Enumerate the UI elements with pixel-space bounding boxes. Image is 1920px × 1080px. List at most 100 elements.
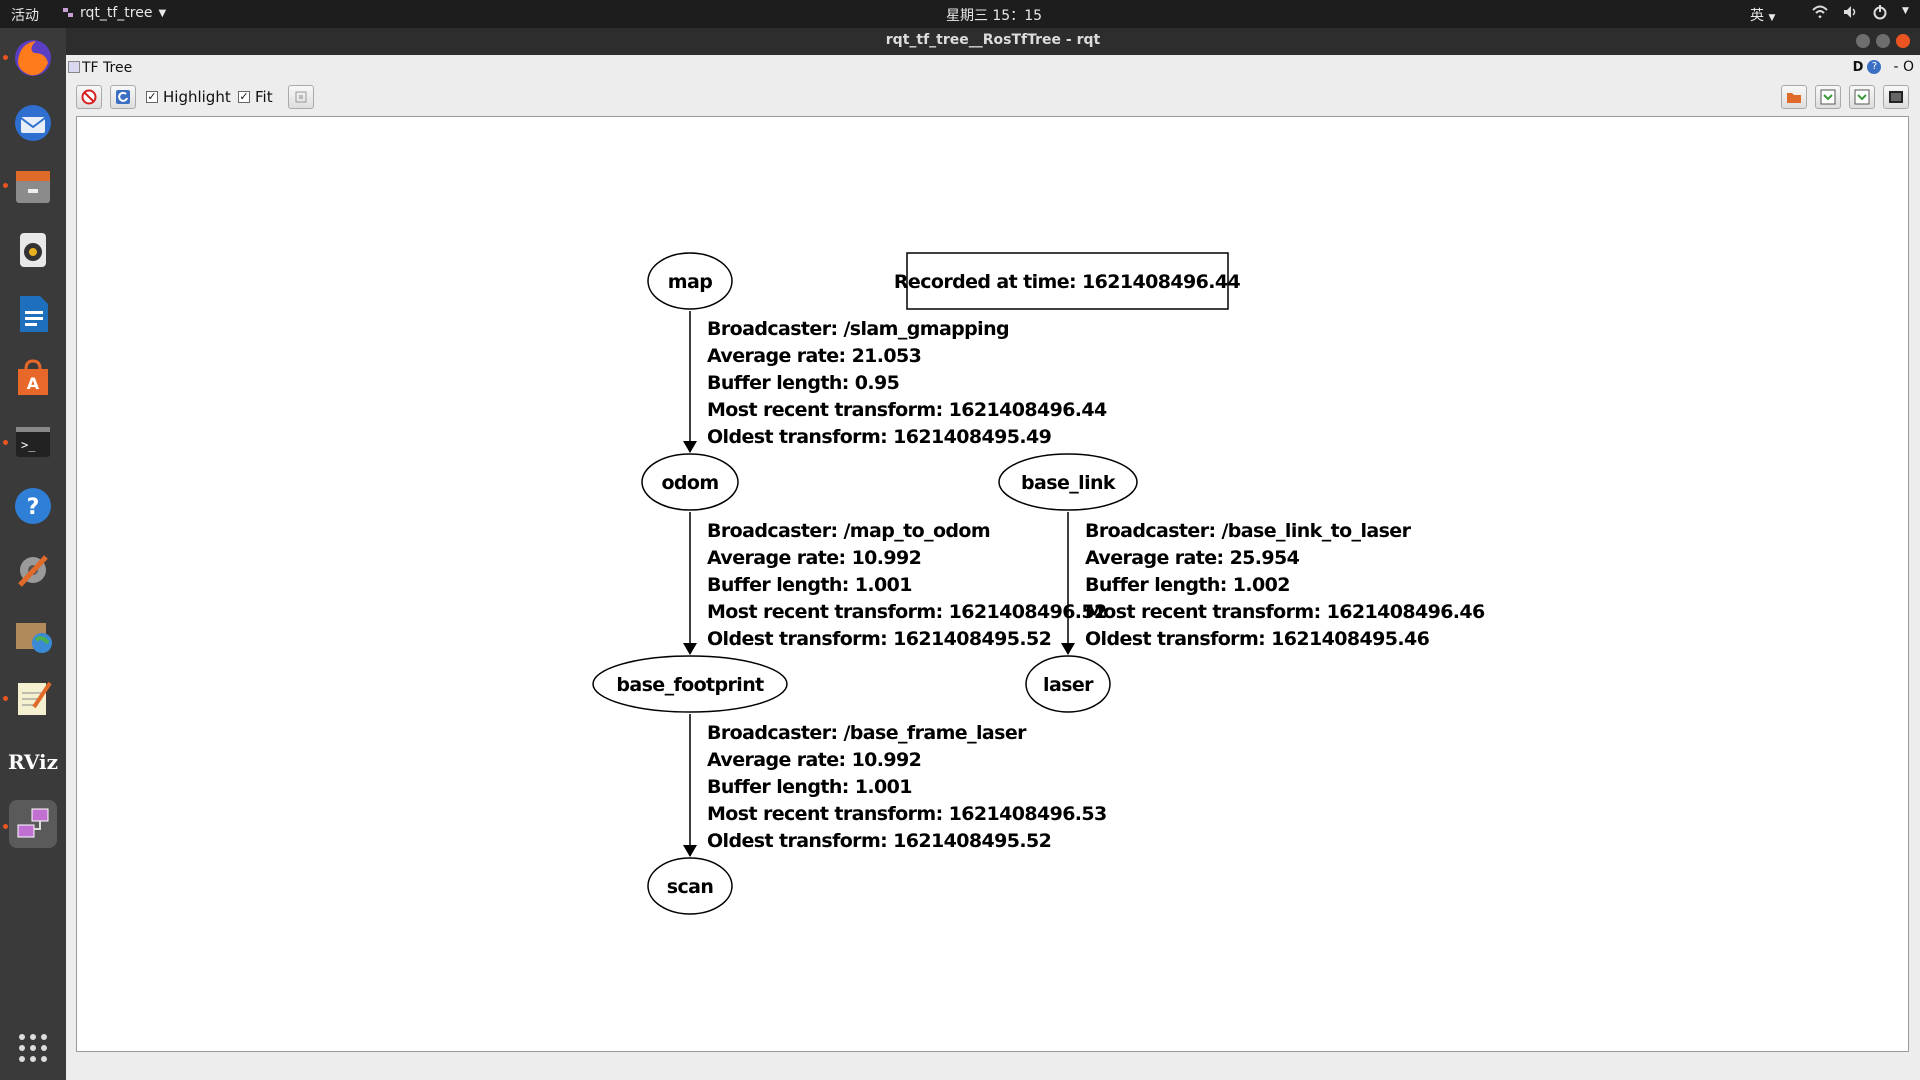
edge-label-line: Most recent transform: 1621408496.53 bbox=[707, 803, 1107, 825]
fit-view-button[interactable] bbox=[288, 85, 314, 109]
highlight-check-icon: ✓ bbox=[146, 90, 158, 103]
node-map[interactable]: map bbox=[647, 252, 733, 310]
chevron-down-icon: ▼ bbox=[1768, 13, 1776, 23]
folder-icon bbox=[1787, 93, 1801, 103]
fit-view-icon bbox=[295, 91, 307, 103]
plugin-header: TF Tree D ? - O bbox=[66, 55, 1920, 81]
edge-label-line: Average rate: 21.053 bbox=[707, 345, 921, 367]
toolbar: ✓ Highlight ✓ Fit bbox=[66, 81, 1920, 113]
edge-label-line: Oldest transform: 1621408495.52 bbox=[707, 628, 1051, 650]
plugin-icon bbox=[68, 61, 80, 73]
power-icon bbox=[1873, 5, 1887, 20]
rqt-app-icon bbox=[63, 8, 73, 17]
settings-icon[interactable] bbox=[9, 546, 57, 594]
plugin-title: TF Tree bbox=[82, 60, 133, 76]
node-laser[interactable]: laser bbox=[1025, 655, 1111, 713]
edge-label-line: Buffer length: 1.001 bbox=[707, 776, 912, 798]
rhythmbox-icon[interactable] bbox=[9, 226, 57, 274]
archive-icon[interactable] bbox=[9, 610, 57, 658]
edge-label-line: Broadcaster: /base_frame_laser bbox=[707, 722, 1027, 744]
refresh-button[interactable] bbox=[110, 85, 136, 109]
dock-toggle-button[interactable]: D bbox=[1852, 59, 1864, 75]
recorded-time-box bbox=[906, 252, 1229, 310]
system-tray[interactable]: ▼ bbox=[1812, 4, 1909, 20]
edge-label-line: Oldest transform: 1621408495.46 bbox=[1085, 628, 1430, 650]
edge-label-line: Broadcaster: /slam_gmapping bbox=[707, 318, 1009, 340]
rviz-icon[interactable]: RViz bbox=[7, 750, 59, 774]
save-svg-button[interactable] bbox=[1849, 85, 1875, 109]
terminal-icon[interactable]: >_ bbox=[9, 418, 57, 466]
save-svg-icon bbox=[1854, 89, 1870, 105]
stop-icon bbox=[81, 89, 97, 105]
editor-icon[interactable] bbox=[9, 674, 57, 722]
edge-label-odom-base-footprint: Broadcaster: /map_to_odom Average rate: … bbox=[707, 520, 1107, 650]
help-icon[interactable]: ? bbox=[9, 482, 57, 530]
edge-label-line: Average rate: 10.992 bbox=[707, 749, 921, 771]
fit-label: Fit bbox=[255, 88, 273, 106]
close-button[interactable] bbox=[1896, 34, 1910, 48]
software-icon[interactable]: A bbox=[9, 354, 57, 402]
plugin-close-button[interactable]: - O bbox=[1893, 59, 1914, 75]
app-menu-label: rqt_tf_tree bbox=[80, 5, 153, 21]
clock[interactable]: 星期三 15：15 bbox=[945, 8, 1043, 24]
app-menu[interactable]: rqt_tf_tree ▼ bbox=[62, 5, 166, 21]
edge-label-line: Buffer length: 1.002 bbox=[1085, 574, 1290, 596]
rqt-window: rqt_tf_tree__RosTfTree - rqt TF Tree D ?… bbox=[66, 28, 1920, 1080]
node-base-footprint[interactable]: base_footprint bbox=[592, 655, 788, 713]
svg-text:>_: >_ bbox=[21, 438, 36, 452]
edge-label-line: Most recent transform: 1621408496.52 bbox=[707, 601, 1107, 623]
writer-icon[interactable] bbox=[9, 290, 57, 338]
node-base-link-label: base_link bbox=[1021, 472, 1116, 494]
files-icon[interactable] bbox=[9, 162, 57, 210]
node-map-label: map bbox=[668, 271, 712, 293]
apps-grid-icon[interactable] bbox=[9, 1024, 57, 1072]
graph-canvas[interactable]: Recorded at time: 1621408496.44 map odom… bbox=[76, 116, 1909, 1052]
highlight-checkbox[interactable]: ✓ Highlight bbox=[146, 88, 231, 106]
node-laser-label: laser bbox=[1043, 674, 1094, 696]
save-image-button[interactable] bbox=[1883, 85, 1909, 109]
image-icon bbox=[1889, 91, 1903, 103]
edge-label-base-footprint-scan: Broadcaster: /base_frame_laser Average r… bbox=[707, 722, 1107, 852]
edge-label-line: Average rate: 25.954 bbox=[1085, 547, 1300, 569]
recorded-time-text: Recorded at time: 1621408496.44 bbox=[894, 271, 1241, 293]
svg-text:?: ? bbox=[27, 495, 40, 520]
volume-icon bbox=[1844, 6, 1856, 18]
chevron-down-icon: ▼ bbox=[158, 7, 167, 19]
edge-label-map-odom: Broadcaster: /slam_gmapping Average rate… bbox=[707, 318, 1108, 448]
edge-label-line: Buffer length: 1.001 bbox=[707, 574, 912, 596]
edge-label-line: Average rate: 10.992 bbox=[707, 547, 921, 569]
node-odom[interactable]: odom bbox=[641, 453, 739, 511]
minimize-button[interactable] bbox=[1856, 34, 1870, 48]
thunderbird-icon[interactable] bbox=[9, 99, 57, 147]
edge-label-line: Oldest transform: 1621408495.49 bbox=[707, 426, 1051, 448]
edge-label-line: Most recent transform: 1621408496.46 bbox=[1085, 601, 1485, 623]
tf-tree-graph[interactable]: Recorded at time: 1621408496.44 map odom… bbox=[77, 117, 1910, 1053]
refresh-icon bbox=[116, 90, 130, 104]
activities-button[interactable]: 活动 bbox=[11, 8, 39, 24]
load-dot-button[interactable] bbox=[1781, 85, 1807, 109]
input-method-indicator[interactable]: 英 ▼ bbox=[1750, 8, 1776, 24]
node-scan[interactable]: scan bbox=[647, 857, 733, 915]
firefox-icon[interactable] bbox=[9, 34, 57, 82]
node-odom-label: odom bbox=[661, 472, 718, 494]
help-icon[interactable]: ? bbox=[1867, 60, 1882, 74]
edge-label-line: Broadcaster: /map_to_odom bbox=[707, 520, 990, 542]
edge-label-line: Most recent transform: 1621408496.44 bbox=[707, 399, 1107, 421]
highlight-label: Highlight bbox=[163, 88, 231, 106]
fit-checkbox[interactable]: ✓ Fit bbox=[238, 88, 273, 106]
node-base-footprint-label: base_footprint bbox=[616, 674, 764, 696]
maximize-button[interactable] bbox=[1876, 34, 1890, 48]
top-panel: 活动 rqt_tf_tree ▼ 星期三 15：15 英 ▼ ▼ bbox=[0, 0, 1920, 28]
dock: A >_ ? RViz bbox=[0, 28, 66, 1080]
edge-label-base-link-laser: Broadcaster: /base_link_to_laser Average… bbox=[1085, 520, 1486, 650]
window-title: rqt_tf_tree__RosTfTree - rqt bbox=[885, 32, 1101, 48]
node-base-link[interactable]: base_link bbox=[998, 453, 1138, 511]
svg-text:A: A bbox=[27, 374, 40, 393]
chevron-down-icon: ▼ bbox=[1902, 6, 1909, 16]
window-titlebar[interactable]: rqt_tf_tree__RosTfTree - rqt bbox=[66, 28, 1920, 55]
rqt-icon[interactable] bbox=[9, 800, 57, 848]
fit-check-icon: ✓ bbox=[238, 90, 250, 103]
stop-button[interactable] bbox=[76, 85, 102, 109]
save-dot-button[interactable] bbox=[1815, 85, 1841, 109]
node-scan-label: scan bbox=[667, 876, 714, 898]
